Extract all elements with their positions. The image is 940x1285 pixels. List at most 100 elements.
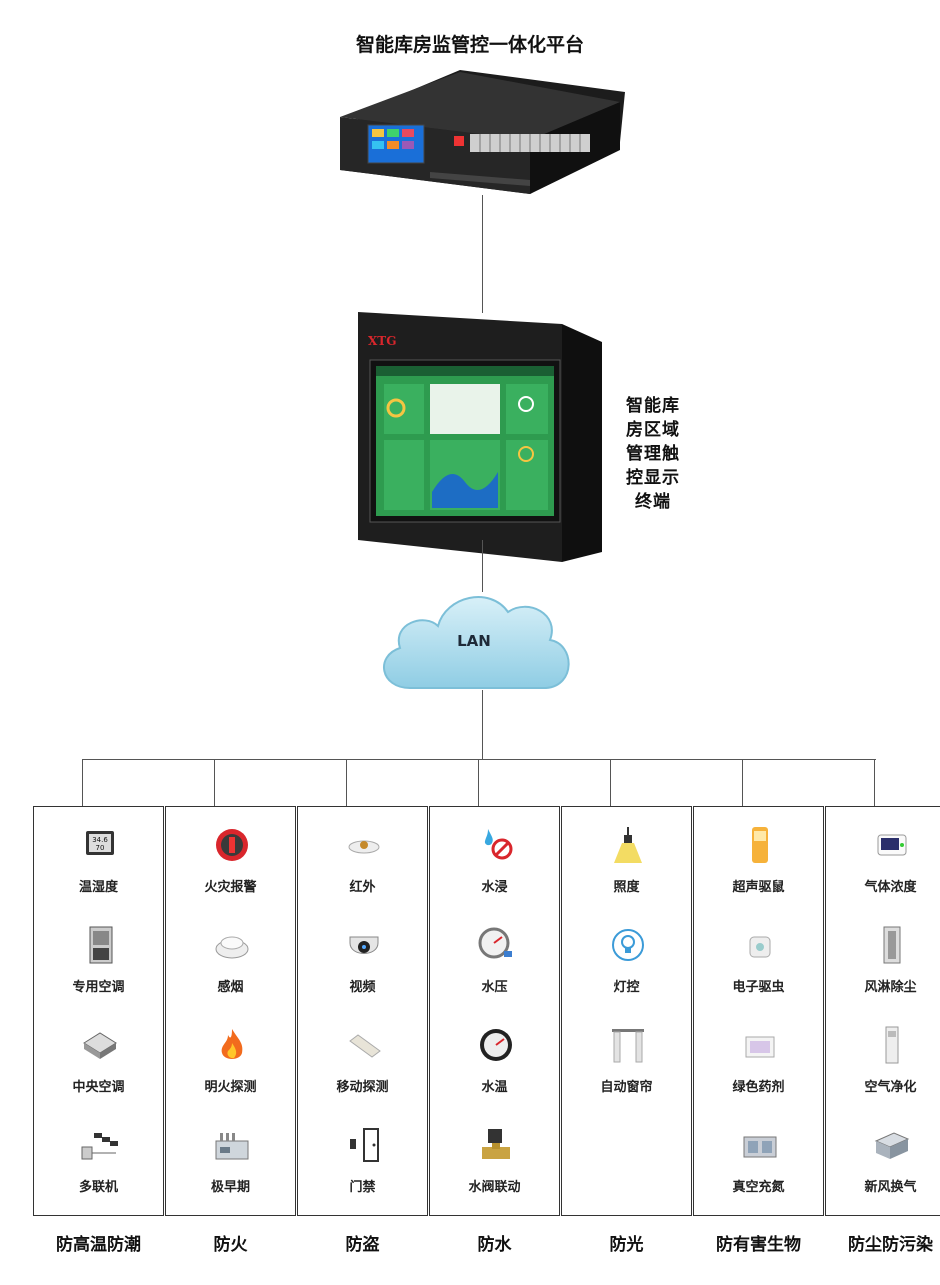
item-label: 水阀联动 xyxy=(468,1180,521,1195)
category-label: 防盗 xyxy=(345,1235,380,1255)
subsystem-item: 极早期 xyxy=(166,1119,295,1219)
distribution-bus xyxy=(82,759,876,760)
vesda-detector-icon xyxy=(215,1133,249,1160)
subsystem-item: 自动窗帘 xyxy=(562,1019,691,1119)
subsystem-item: 移动探测 xyxy=(298,1019,427,1119)
item-label: 水浸 xyxy=(481,880,508,895)
thermo-hygrometer-icon: 34.670 xyxy=(86,831,114,855)
subsystem-item: 风淋除尘 xyxy=(826,919,940,1019)
category-label: 防尘防污染 xyxy=(848,1235,933,1255)
touch-display-terminal xyxy=(358,312,602,562)
vrf-system-icon xyxy=(81,1133,118,1160)
subsystem-item: 气体浓度 xyxy=(826,819,940,919)
ultrasonic-repeller-icon xyxy=(752,827,768,863)
flame-icon xyxy=(221,1029,243,1059)
subsystem-item: 真空充氮 xyxy=(694,1119,823,1219)
item-label: 极早期 xyxy=(210,1180,250,1195)
precision-ac-icon xyxy=(89,926,113,964)
subsystem-item: 感烟 xyxy=(166,919,295,1019)
subsystem-item: 视频 xyxy=(298,919,427,1019)
display-brand-logo: XTG xyxy=(368,334,397,348)
cassette-ac-icon xyxy=(83,1032,117,1059)
subsystem-item: 多联机 xyxy=(34,1119,163,1219)
column-connector xyxy=(82,759,83,806)
item-label: 风淋除尘 xyxy=(864,980,917,995)
light-bulb-icon xyxy=(612,929,644,961)
display-label-line: 控显示 xyxy=(626,468,680,488)
item-label: 空气净化 xyxy=(864,1080,917,1095)
link-cloud-bus xyxy=(482,690,483,760)
subsystem-box: 气体浓度风淋除尘空气净化新风换气 xyxy=(825,806,940,1216)
category-label: 防有害生物 xyxy=(716,1235,801,1255)
item-label: 新风换气 xyxy=(864,1180,917,1195)
item-label: 温湿度 xyxy=(78,880,118,895)
lan-label: LAN xyxy=(457,632,491,650)
subsystem-item: 火灾报警 xyxy=(166,819,295,919)
dome-camera-icon xyxy=(349,936,379,954)
monitoring-host-device xyxy=(340,70,625,194)
pressure-gauge-icon xyxy=(478,927,512,959)
lan-cloud-icon xyxy=(383,596,570,689)
category-label: 防水 xyxy=(477,1235,512,1255)
item-label: 移动探测 xyxy=(336,1080,389,1095)
column-connector xyxy=(742,759,743,806)
subsystem-item: 专用空调 xyxy=(34,919,163,1019)
item-label: 明火探测 xyxy=(204,1080,257,1095)
display-label-line: 管理触 xyxy=(626,444,680,464)
subsystem-item: 水温 xyxy=(430,1019,559,1119)
subsystem-item: 中央空调 xyxy=(34,1019,163,1119)
item-label: 自动窗帘 xyxy=(600,1080,653,1095)
subsystem-item: 红外 xyxy=(298,819,427,919)
column-connector xyxy=(610,759,611,806)
fire-alarm-icon xyxy=(216,829,248,861)
access-control-icon xyxy=(350,1128,379,1162)
fresh-air-unit-icon xyxy=(874,1132,910,1159)
subsystem-item: 超声驱鼠 xyxy=(694,819,823,919)
air-shower-icon xyxy=(883,926,901,964)
subsystem-box: 照度灯控自动窗帘 xyxy=(561,806,692,1216)
svg-text:70: 70 xyxy=(96,844,105,852)
item-label: 红外 xyxy=(349,880,376,895)
column-connector xyxy=(214,759,215,806)
item-label: 多联机 xyxy=(78,1180,118,1195)
item-label: 真空充氮 xyxy=(732,1180,785,1195)
chemical-box-icon xyxy=(745,1036,775,1058)
subsystem-item: 电子驱虫 xyxy=(694,919,823,1019)
category-label: 防高温防潮 xyxy=(56,1235,141,1255)
svg-text:34.6: 34.6 xyxy=(92,836,108,844)
subsystem-item: 明火探测 xyxy=(166,1019,295,1119)
subsystem-box: 红外视频移动探测门禁 xyxy=(297,806,428,1216)
nitrogen-chamber-icon xyxy=(743,1136,777,1158)
link-host-display xyxy=(482,195,483,313)
subsystem-item: 照度 xyxy=(562,819,691,919)
water-leak-icon xyxy=(484,829,513,860)
item-label: 水压 xyxy=(481,980,508,995)
motion-detector-icon xyxy=(349,1034,381,1058)
subsystem-item: 水压 xyxy=(430,919,559,1019)
water-temperature-gauge-icon xyxy=(480,1029,512,1061)
item-label: 照度 xyxy=(613,880,640,895)
subsystem-item: 空气净化 xyxy=(826,1019,940,1119)
water-valve-icon xyxy=(482,1129,510,1159)
subsystem-item: 灯控 xyxy=(562,919,691,1019)
curtain-icon xyxy=(612,1029,644,1063)
air-purifier-icon xyxy=(885,1026,899,1064)
infrared-sensor-icon xyxy=(348,840,380,854)
display-label-line: 终端 xyxy=(635,492,671,512)
subsystem-item: 绿色药剂 xyxy=(694,1019,823,1119)
item-label: 超声驱鼠 xyxy=(732,880,785,895)
item-label: 中央空调 xyxy=(72,1080,125,1095)
display-label-line: 智能库 xyxy=(626,396,680,416)
subsystem-box: 火灾报警感烟明火探测极早期 xyxy=(165,806,296,1216)
item-label: 水温 xyxy=(481,1080,508,1095)
diagram-title: 智能库房监管控一体化平台 xyxy=(355,34,584,56)
item-label: 气体浓度 xyxy=(864,880,917,895)
column-connector xyxy=(346,759,347,806)
column-connector xyxy=(478,759,479,806)
item-label: 视频 xyxy=(349,980,376,995)
subsystem-box: 水浸水压水温水阀联动 xyxy=(429,806,560,1216)
item-label: 专用空调 xyxy=(72,980,125,995)
item-label: 感烟 xyxy=(217,980,244,995)
link-display-cloud xyxy=(482,540,483,592)
item-label: 灯控 xyxy=(613,980,640,995)
